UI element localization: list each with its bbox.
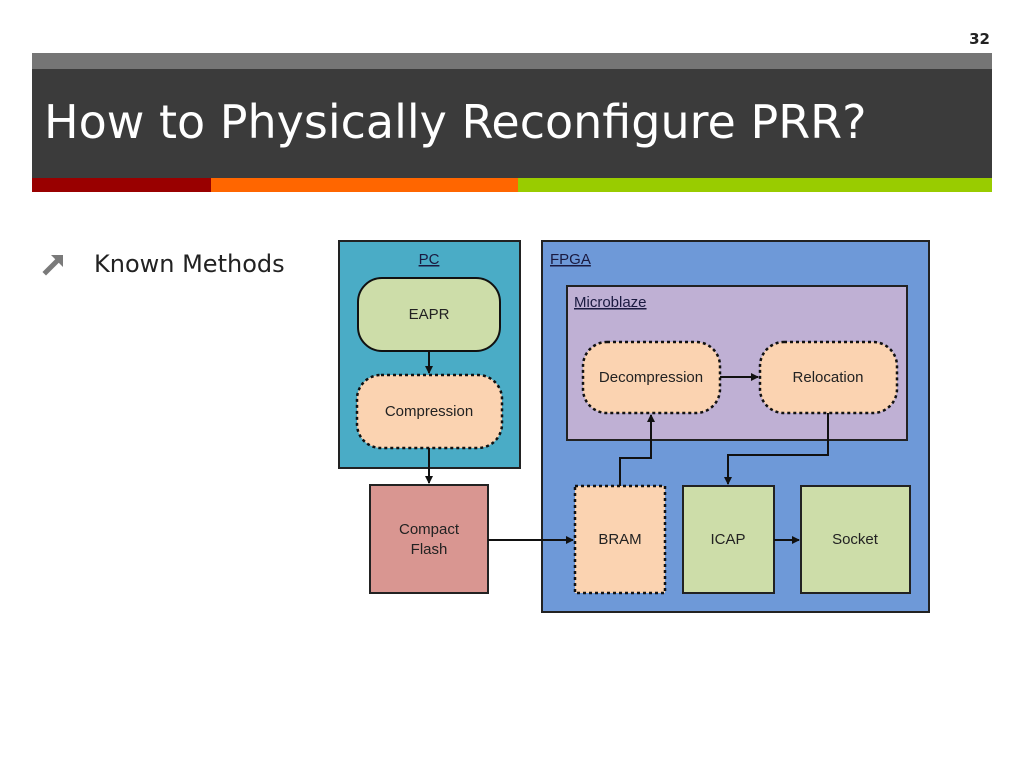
fpga-label: FPGA xyxy=(550,251,591,268)
decompression-node xyxy=(581,340,722,415)
slide-title: How to Physically Reconfigure PRR? xyxy=(44,95,867,149)
socket-label: Socket xyxy=(832,531,879,548)
arrow-bram-to-decompression xyxy=(619,414,655,486)
socket-node xyxy=(800,485,911,594)
pc-label: PC xyxy=(419,251,440,268)
microblaze-label: Microblaze xyxy=(574,294,647,311)
bram-node xyxy=(573,484,667,595)
bullet-text: Known Methods xyxy=(94,250,285,278)
arrow-up-right-icon xyxy=(42,255,63,276)
compact-flash-label-line2: Flash xyxy=(411,541,448,558)
eapr-label: EAPR xyxy=(409,306,450,323)
decompression-label: Decompression xyxy=(599,369,703,386)
arrow-relocation-to-icap xyxy=(724,413,829,485)
icap-label: ICAP xyxy=(710,531,745,548)
relocation-label: Relocation xyxy=(793,369,864,386)
icap-node xyxy=(682,485,775,594)
relocation-node xyxy=(758,340,899,415)
bram-label: BRAM xyxy=(598,531,641,548)
accent-stripe-orange xyxy=(211,178,518,192)
accent-stripe-red xyxy=(32,178,211,192)
accent-stripe-green xyxy=(518,178,992,192)
title-bar-top-strip xyxy=(32,53,992,69)
compact-flash-node xyxy=(369,484,489,594)
bullet-item: Known Methods xyxy=(40,250,285,278)
title-bar: How to Physically Reconfigure PRR? xyxy=(32,69,992,178)
compact-flash-label-line1: Compact xyxy=(399,521,460,538)
compression-label: Compression xyxy=(385,403,473,420)
compression-node xyxy=(355,373,504,450)
page-number: 32 xyxy=(969,30,990,48)
